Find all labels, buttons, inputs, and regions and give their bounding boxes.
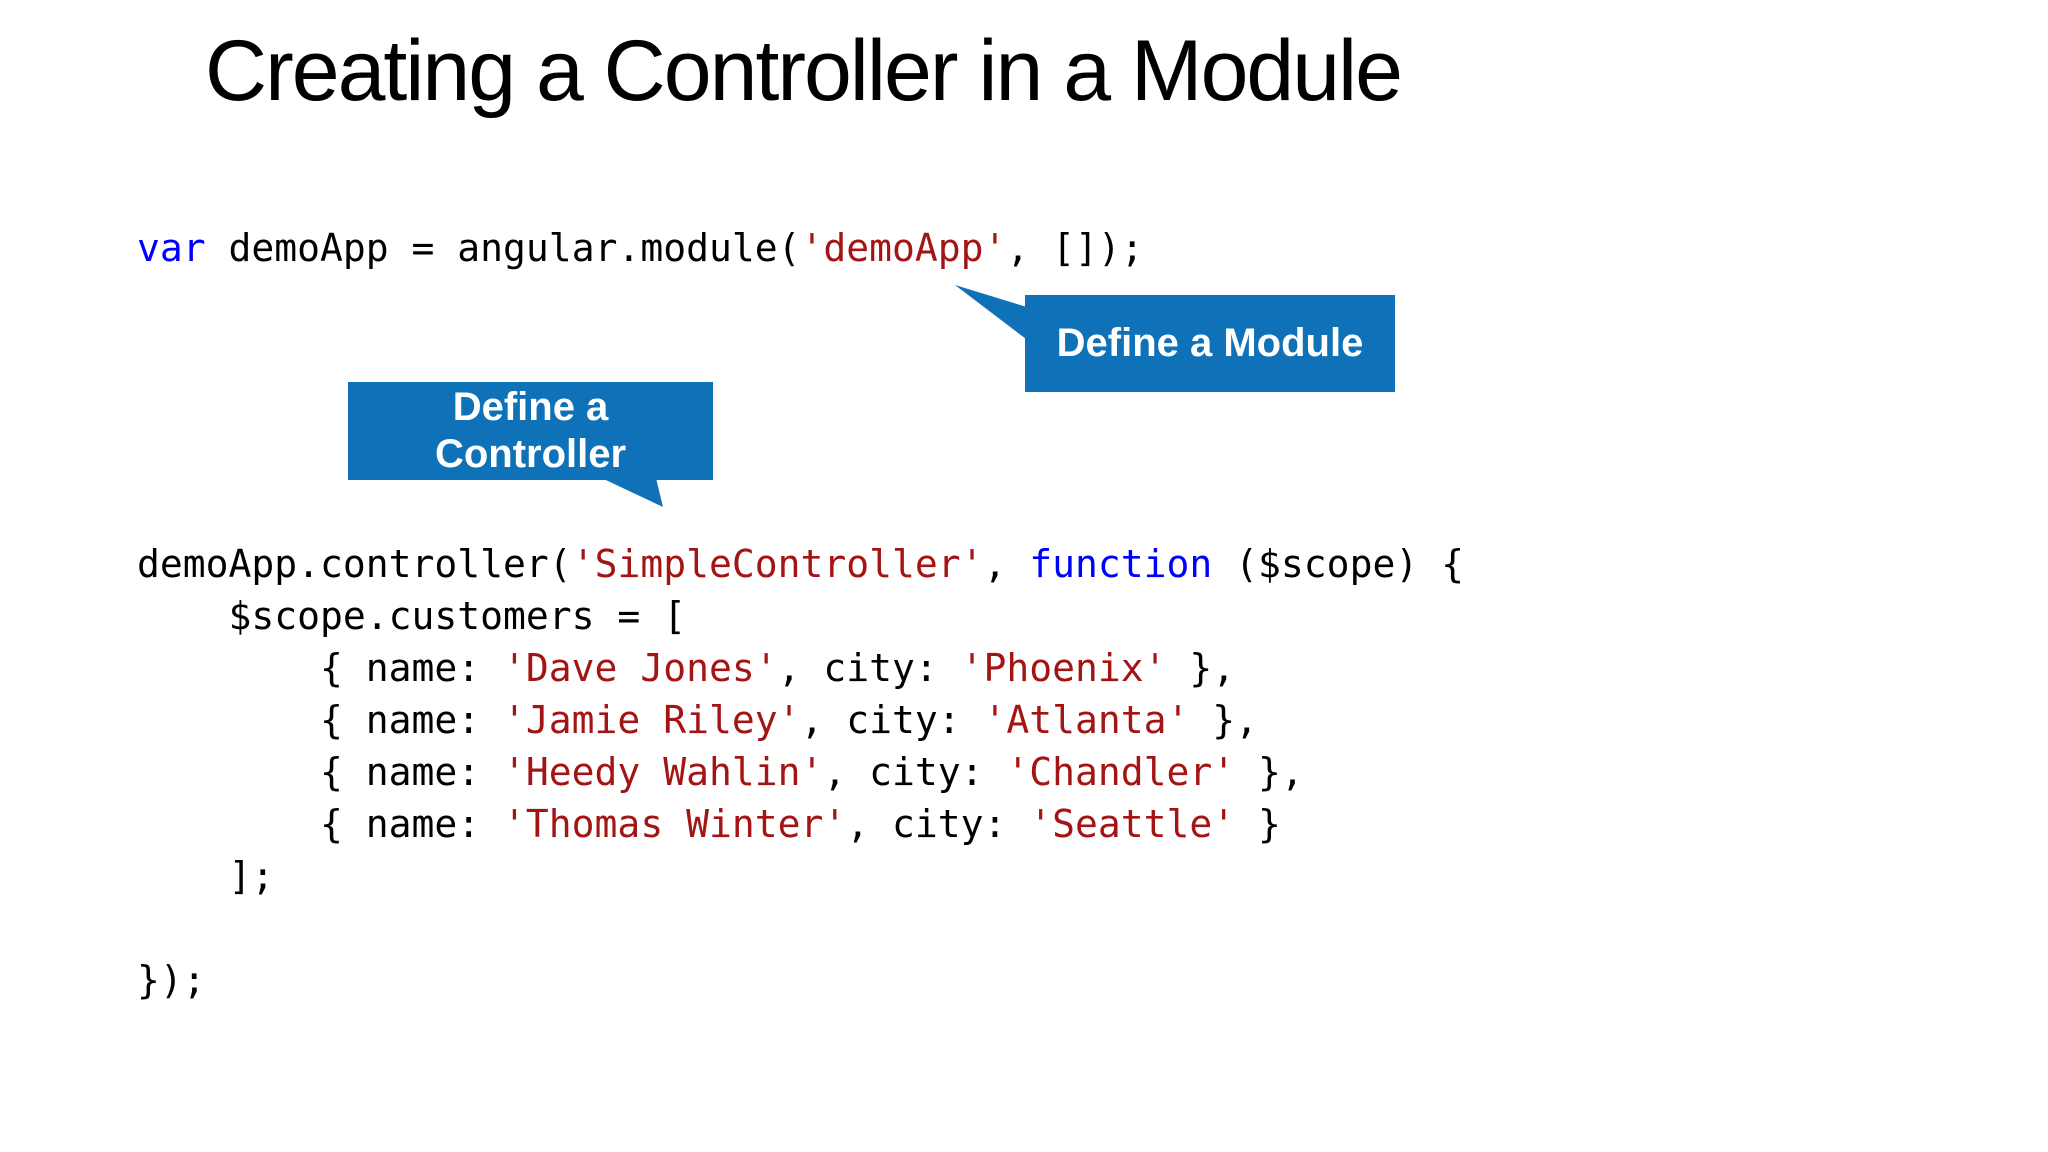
- callout-define-module-label: Define a Module: [1056, 321, 1364, 365]
- callout-define-controller: Define a Controller: [348, 382, 713, 480]
- callout-controller-pointer-icon: [593, 474, 663, 507]
- callout-define-module: Define a Module: [1025, 295, 1395, 392]
- callout-module-pointer-icon: [955, 285, 1030, 342]
- page-title: Creating a Controller in a Module: [205, 23, 1403, 119]
- code-module: var demoApp = angular.module('demoApp', …: [137, 226, 1144, 270]
- callout-define-controller-label: Define a Controller: [434, 385, 627, 476]
- code-controller: demoApp.controller('SimpleController', f…: [137, 542, 1464, 1002]
